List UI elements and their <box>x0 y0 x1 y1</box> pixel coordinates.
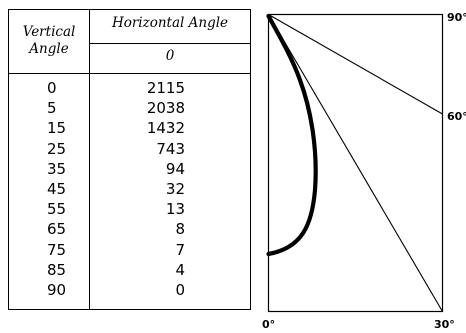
table-row: 25 743 <box>9 139 250 159</box>
vertical-angle-cell: 25 <box>47 139 67 158</box>
horizontal-value-cell: 94 <box>165 159 185 178</box>
table-row: 85 4 <box>9 260 250 280</box>
table-subheader-divider <box>89 43 251 44</box>
ray-30-line <box>268 14 443 312</box>
vertical-angle-cell: 65 <box>47 220 67 239</box>
table-row: 45 32 <box>9 179 250 199</box>
table-row: 90 0 <box>9 280 250 300</box>
vertical-angle-cell: 55 <box>47 200 67 219</box>
label-60-deg: 60° <box>447 110 466 123</box>
table-row: 65 8 <box>9 219 250 239</box>
vertical-angle-cell: 35 <box>47 159 67 178</box>
vertical-angle-cell: 5 <box>47 99 57 118</box>
horizontal-value-cell: 4 <box>175 260 185 279</box>
diagram-frame <box>267 13 444 313</box>
vertical-angle-cell: 0 <box>47 79 57 97</box>
horizontal-value-cell: 8 <box>175 220 185 239</box>
vertical-angle-cell: 45 <box>47 180 67 198</box>
label-90-deg: 90° <box>447 11 466 24</box>
table-header-divider <box>9 73 250 74</box>
horizontal-value-cell: 13 <box>165 200 185 219</box>
table-row: 15 1432 <box>9 118 250 138</box>
table-row: 35 94 <box>9 159 250 179</box>
table-row: 55 13 <box>9 199 250 219</box>
horizontal-value-cell: 2038 <box>146 99 185 118</box>
horizontal-value-cell: 1432 <box>146 119 185 138</box>
horizontal-value-cell: 0 <box>175 281 185 299</box>
header-vertical-line1: Vertical <box>22 24 76 40</box>
vertical-angle-cell: 90 <box>47 281 67 299</box>
table-row: 0 2115 <box>9 78 250 98</box>
table-row: 75 7 <box>9 240 250 260</box>
intensity-curve <box>266 13 318 257</box>
label-0-deg: 0° <box>262 318 275 331</box>
horizontal-value-cell: 743 <box>156 139 185 158</box>
header-horizontal-sub: 0 <box>165 48 175 64</box>
horizontal-value-cell: 7 <box>175 240 185 259</box>
table-row: 5 2038 <box>9 98 250 118</box>
ray-60-line <box>268 14 443 115</box>
label-30-deg: 30° <box>434 318 455 331</box>
header-horizontal-angle: Horizontal Angle <box>111 15 229 31</box>
horizontal-value-cell: 32 <box>165 180 185 198</box>
header-vertical-line2: Angle <box>29 41 69 57</box>
vertical-angle-cell: 75 <box>47 240 67 259</box>
vertical-angle-cell: 15 <box>47 119 67 138</box>
table-column-divider <box>89 10 90 309</box>
vertical-angle-cell: 85 <box>47 260 67 279</box>
horizontal-value-cell: 2115 <box>146 79 185 97</box>
